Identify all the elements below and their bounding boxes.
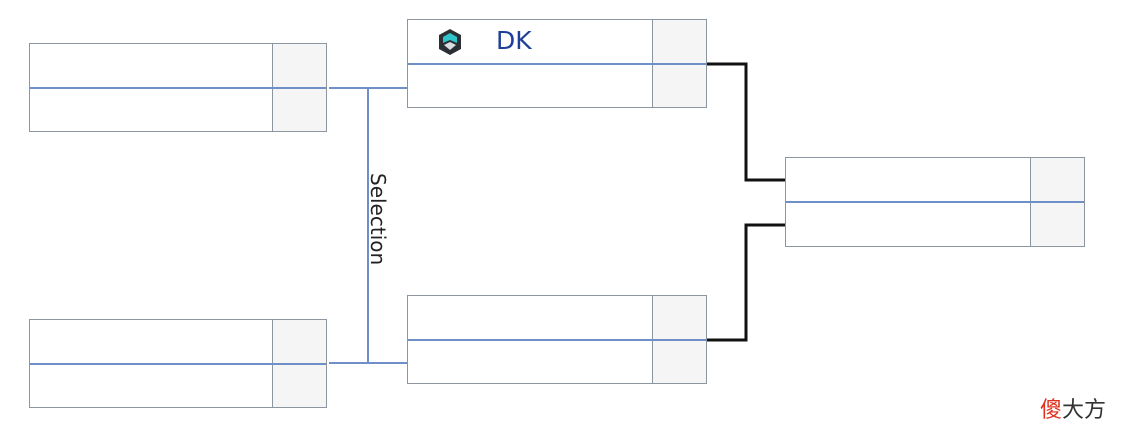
connector-r2-top-to-final xyxy=(707,62,785,182)
watermark-char: 傻 xyxy=(1039,398,1062,423)
slot-divider xyxy=(408,339,706,341)
match-final xyxy=(785,157,1085,247)
slot-divider xyxy=(408,63,706,65)
team-name: DK xyxy=(496,26,532,55)
match-r1-bottom xyxy=(29,319,327,408)
team-slot[interactable]: DK xyxy=(408,20,706,64)
round-label-selection: Selection xyxy=(366,173,390,266)
match-r2-bottom xyxy=(407,295,707,384)
match-r1-top xyxy=(29,43,327,132)
slot-divider xyxy=(786,201,1084,203)
connector-r2-bottom-to-final xyxy=(707,223,785,342)
dk-logo-icon xyxy=(439,29,461,55)
watermark: 傻大方 xyxy=(1040,392,1106,424)
match-r2-top: DK xyxy=(407,19,707,108)
slot-divider xyxy=(30,363,326,365)
slot-divider xyxy=(30,87,326,89)
watermark-text: 大方 xyxy=(1061,398,1106,423)
